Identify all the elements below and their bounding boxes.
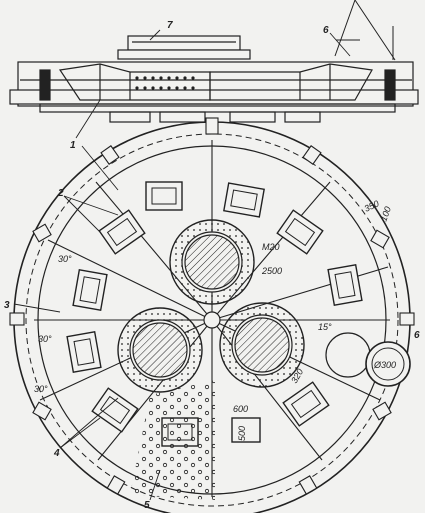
- side-bolt-row: [135, 76, 195, 90]
- dim-angle-15: 15°: [318, 322, 332, 332]
- dim-d300: Ø300: [373, 360, 396, 370]
- dim-angle-30-left: 30°: [38, 334, 52, 344]
- side-elevation-view: [9, 0, 419, 123]
- plan-view: [9, 117, 415, 513]
- callout-7: 7: [167, 20, 173, 31]
- dimension-labels: M20 2500 350 100 600 500 320 Ø300 30° 30…: [34, 198, 396, 441]
- dim-100: 100: [378, 205, 393, 223]
- dim-2500: 2500: [261, 266, 282, 276]
- top-crane-frame: [117, 35, 251, 60]
- roof-body: [9, 61, 419, 123]
- center-hub: [203, 311, 221, 329]
- dim-angle-30-upper: 30°: [58, 254, 72, 264]
- lifting-chain: [334, 0, 396, 61]
- callout-5: 5: [144, 500, 150, 511]
- dim-angle-30-lower: 30°: [34, 384, 48, 394]
- callout-2: 2: [57, 188, 64, 199]
- dim-m20: M20: [262, 242, 280, 252]
- electrode-port-top: [169, 219, 255, 305]
- electrode-port-left: [117, 307, 203, 393]
- dim-500: 500: [237, 426, 247, 441]
- callout-3: 3: [4, 300, 10, 311]
- callouts: 7 6 1 2 3 4 5 6: [4, 20, 420, 511]
- rim-brackets: [9, 117, 415, 495]
- callout-4: 4: [53, 448, 60, 459]
- callout-1: 1: [70, 140, 76, 151]
- electrode-port-right: [219, 302, 305, 388]
- leader-lines: [13, 29, 351, 501]
- exhaust-port: [325, 332, 411, 387]
- callout-6-side: 6: [323, 25, 329, 36]
- dim-600: 600: [233, 404, 248, 414]
- callout-6-plan: 6: [414, 330, 420, 341]
- perforated-zone: [130, 380, 215, 500]
